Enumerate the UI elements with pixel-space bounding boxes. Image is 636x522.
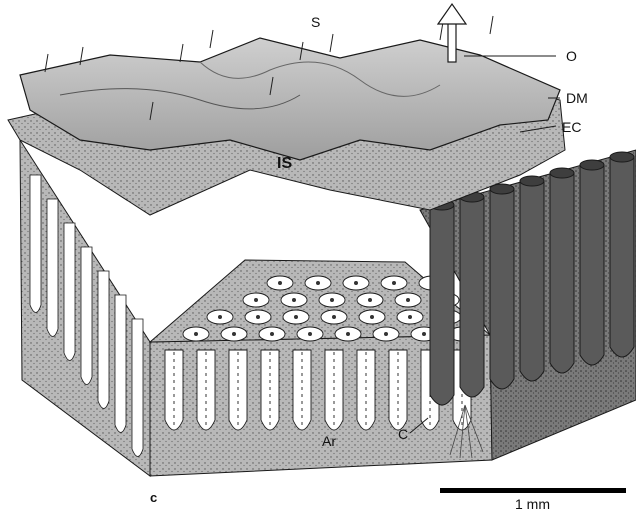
left-corallite	[47, 199, 58, 337]
calyx-center	[370, 315, 374, 319]
calyx-center	[270, 332, 274, 336]
calyx-center	[346, 332, 350, 336]
skeleton-column	[610, 157, 634, 357]
label-DM: DM	[566, 90, 588, 106]
column-cap	[550, 168, 574, 178]
label-IS: IS	[277, 155, 292, 173]
bristle	[180, 44, 183, 62]
calyx-center	[194, 332, 198, 336]
skeleton-column	[460, 197, 484, 397]
column-cap	[520, 176, 544, 186]
calyx-center	[330, 298, 334, 302]
scale-bar-label: 1 mm	[515, 496, 550, 512]
calyx-center	[292, 298, 296, 302]
calyx-center	[408, 315, 412, 319]
label-O: O	[566, 48, 577, 64]
label-Ar: Ar	[322, 433, 336, 449]
left-corallite	[81, 247, 92, 385]
bristle	[440, 22, 443, 40]
calyx-center	[422, 332, 426, 336]
skeleton-column	[430, 205, 454, 405]
bristle	[210, 30, 213, 48]
left-corallite	[64, 223, 75, 361]
label-S: S	[311, 14, 320, 30]
calyx-center	[384, 332, 388, 336]
panel-letter: c	[150, 490, 157, 505]
calyx-center	[316, 281, 320, 285]
calyx-center	[354, 281, 358, 285]
calyx-center	[218, 315, 222, 319]
calyx-center	[278, 281, 282, 285]
scale-bar	[440, 488, 626, 493]
calyx-center	[368, 298, 372, 302]
calyx-center	[406, 298, 410, 302]
bristle	[330, 34, 333, 52]
label-C: C	[398, 426, 408, 442]
skeleton-column	[550, 173, 574, 373]
label-EC: EC	[562, 119, 581, 135]
calyx-center	[294, 315, 298, 319]
left-corallite	[132, 319, 143, 457]
left-corallite	[30, 175, 41, 313]
left-corallite	[98, 271, 109, 409]
calyx-center	[232, 332, 236, 336]
calyx-center	[332, 315, 336, 319]
skeleton-column	[520, 181, 544, 381]
calyx-center	[254, 298, 258, 302]
column-cap	[610, 152, 634, 162]
skeleton-column	[490, 189, 514, 389]
calyx-center	[256, 315, 260, 319]
skeleton-column	[580, 165, 604, 365]
calyx-center	[392, 281, 396, 285]
calyx-center	[308, 332, 312, 336]
bristle	[490, 16, 493, 34]
column-cap	[580, 160, 604, 170]
left-corallite	[115, 295, 126, 433]
